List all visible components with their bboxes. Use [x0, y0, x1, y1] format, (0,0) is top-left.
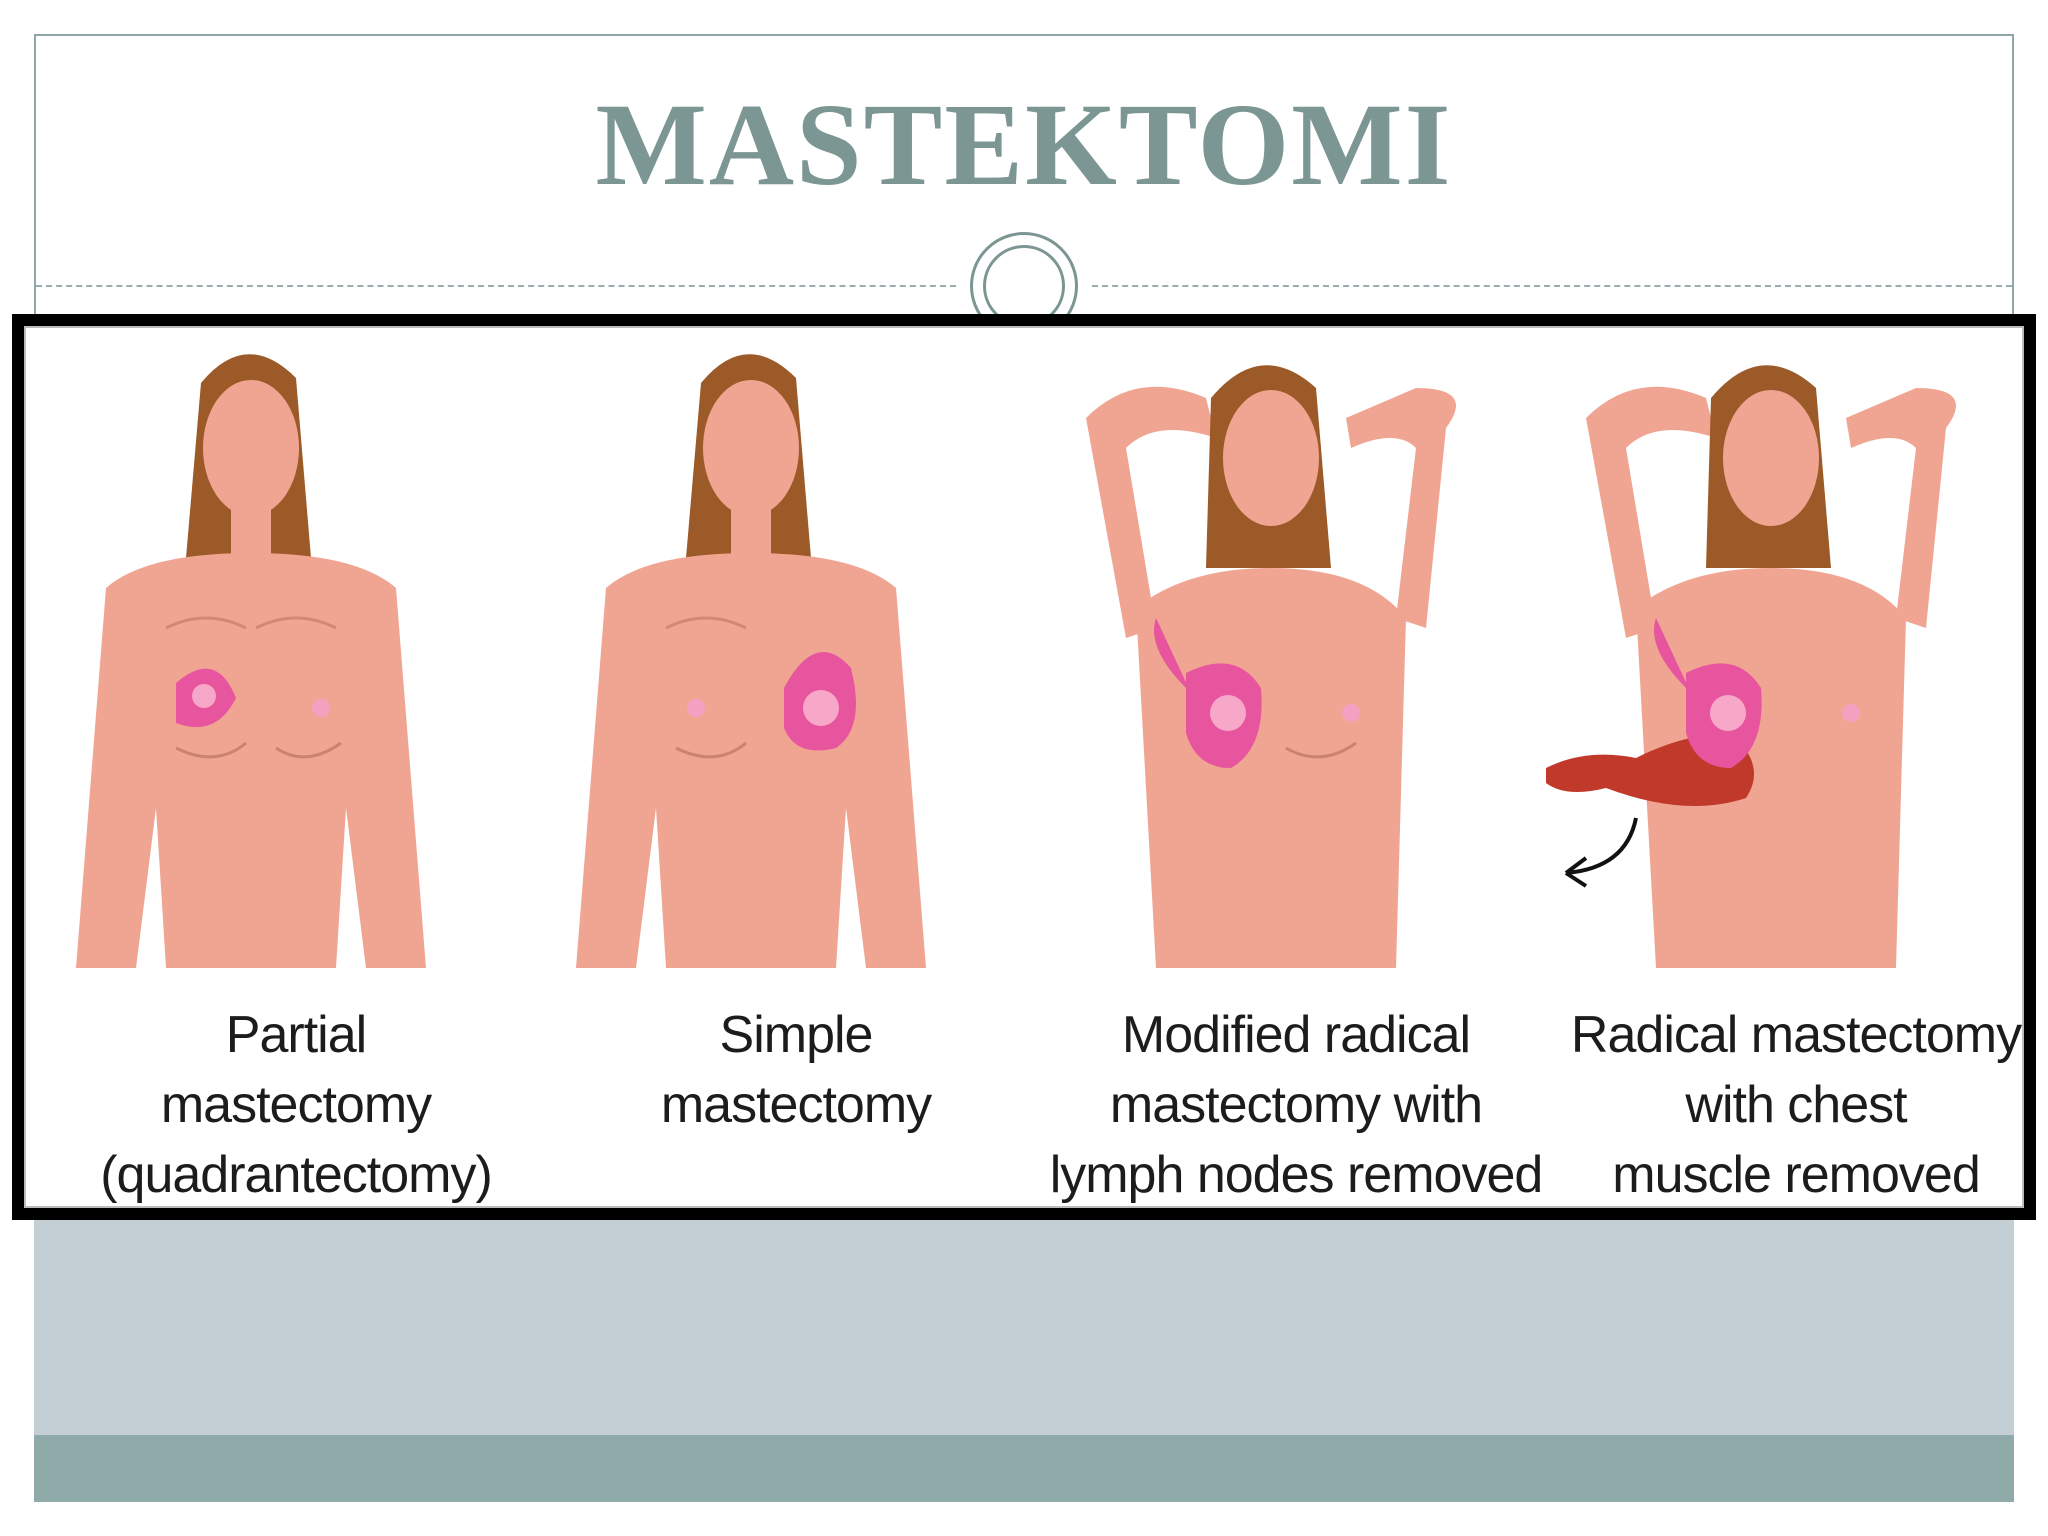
figure-simple-illustration [576, 354, 926, 968]
title-divider-right [1092, 285, 2012, 287]
title-divider-left [36, 285, 956, 287]
caption-radical-mastectomy: Radical mastectomy with chest muscle rem… [1570, 1006, 2022, 1204]
panel-modified-radical-mastectomy: Modified radical mastectomy with lymph n… [1046, 328, 1546, 1208]
caption-modified-radical-mastectomy: Modified radical mastectomy with lymph n… [1049, 1006, 1544, 1204]
figure-modified-radical-illustration [1086, 365, 1456, 968]
panel-radical-mastectomy: Radical mastectomy with chest muscle rem… [1546, 328, 2046, 1208]
panel-partial-mastectomy: Partial mastectomy (quadrantectomy) [46, 328, 546, 1208]
figure-partial-illustration [76, 354, 426, 968]
caption-partial-mastectomy: Partial mastectomy (quadrantectomy) [100, 1006, 493, 1204]
slide-title: MASTEKTOMI [595, 79, 1453, 210]
figure-canvas: Partial mastectomy (quadrantectomy) Simp… [24, 326, 2024, 1208]
footer-teal-band [34, 1435, 2014, 1502]
footer-gray-band [34, 1190, 2014, 1435]
panel-simple-mastectomy: Simple mastectomy [546, 328, 1046, 1208]
caption-simple-mastectomy: Simple mastectomy [660, 1006, 932, 1134]
figure-radical-illustration [1546, 365, 1956, 968]
mastectomy-figure: Partial mastectomy (quadrantectomy) Simp… [12, 314, 2036, 1220]
